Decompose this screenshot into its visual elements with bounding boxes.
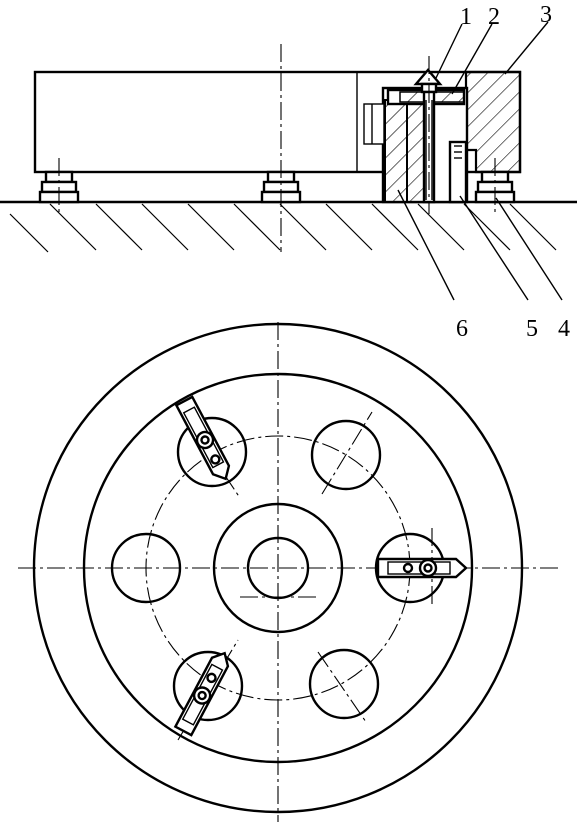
- leader-1: [435, 23, 463, 79]
- clamp-block: [384, 99, 408, 203]
- clamp-upper-left: [174, 395, 231, 481]
- leader-5: [459, 195, 529, 301]
- leader-3: [504, 21, 549, 75]
- clamp-seat-upper-left: [176, 416, 248, 488]
- opening-upper-right: [310, 419, 382, 491]
- callout-6: 6: [456, 316, 468, 342]
- callout-1: 1: [460, 4, 472, 30]
- clamp-right: [376, 557, 468, 579]
- callout-5: 5: [526, 316, 538, 342]
- leader-2: [451, 23, 493, 95]
- clamp-seat-lower-left: [172, 650, 244, 722]
- callout-4: 4: [558, 316, 570, 342]
- plan-view: [18, 322, 560, 822]
- leader-4: [495, 197, 563, 301]
- section-view: 1 2 3 4 5 6: [0, 2, 577, 342]
- clamp-lower-left: [173, 651, 230, 737]
- clamp-slide: [406, 99, 426, 203]
- support-pin: [448, 140, 468, 204]
- callout-3: 3: [540, 2, 552, 28]
- callout-2: 2: [488, 4, 500, 30]
- leader-6: [397, 189, 455, 301]
- opening-lower-right: [308, 648, 380, 720]
- ground-hatching: [9, 203, 557, 253]
